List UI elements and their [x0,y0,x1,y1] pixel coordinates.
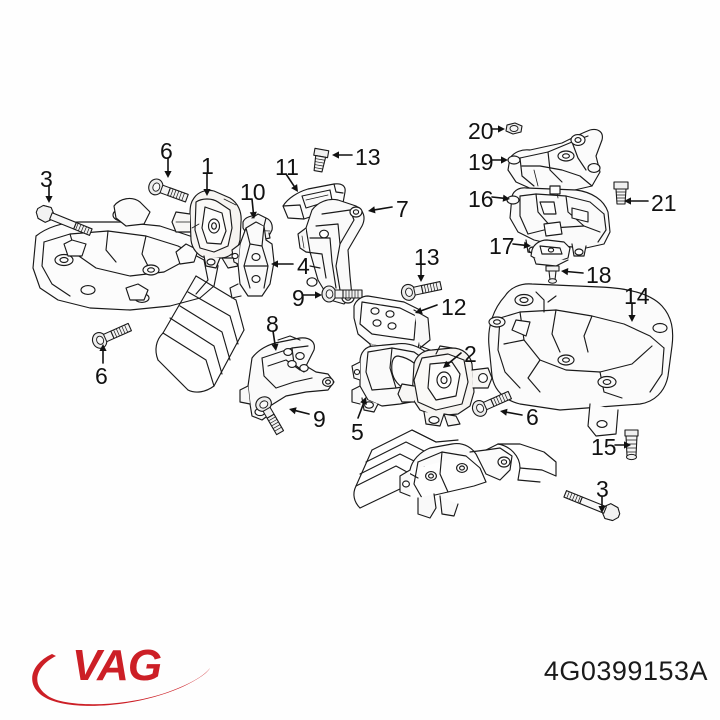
arrow-head-c9a [315,291,322,299]
callout-number-5-c5: 5 [351,419,364,445]
part-18-small-bolt [545,265,560,284]
arrow-head-c5 [360,397,367,405]
part-2-engine-mount-right [397,345,493,427]
arrow-head-c13a [332,151,339,159]
arrow-head-c2 [443,360,451,368]
leader-line-c10 [251,198,255,213]
callout-number-21-c21: 21 [651,190,677,216]
part-13-hex-bolt-upper [310,147,330,174]
part-6-flange-bolt-left [89,319,134,352]
part-4-mount-bracket-small [229,213,275,299]
callout-number-10-c10: 10 [240,179,266,205]
arrow-head-c18 [561,268,569,276]
arrow-head-c3b [598,506,606,513]
part-8-transmission-bracket [239,335,335,421]
callout-number-17-c17: 17 [489,233,515,259]
arrow-head-c20 [498,125,505,133]
part-7-engine-support-arm [297,198,365,305]
vag-logo-swoosh-icon [32,654,210,706]
callout-number-18-c18: 18 [586,262,612,288]
callout-number-12-c12: 12 [441,294,467,320]
leader-line-c6c [506,411,523,416]
callout-number-6-c6a: 6 [160,138,173,164]
part-14-rear-subframe [488,283,674,437]
front-subframe-left [32,197,245,393]
callout-number-3-c3a: 3 [40,166,53,192]
part-6-flange-bolt-top [145,176,191,207]
leader-line-c2 [447,352,462,365]
arrow-head-c10 [249,211,257,219]
part-11-heat-shield-plate [282,183,346,220]
arrow-head-c3a [45,196,53,203]
callout-number-1-c1: 1 [201,153,214,179]
leader-line-c16 [491,196,504,200]
callout-number-3-c3b: 3 [596,476,609,502]
leader-line-c12 [420,304,438,312]
arrow-head-c1 [203,189,211,196]
arrow-head-c11 [291,184,298,192]
front-subframe-lower [353,429,557,519]
arrow-head-c19 [501,156,508,164]
callout-number-7-c7: 7 [396,196,409,222]
callout-number-9-c9b: 9 [313,406,326,432]
footer-bar: VAG 4G0399153A [0,634,720,720]
arrow-head-c6a [164,171,172,178]
arrow-head-c12 [415,307,423,314]
arrow-head-c21 [624,197,631,205]
leader-line-c17 [512,243,525,247]
leader-line-c11 [285,173,295,187]
part-6-flange-bolt-right [469,387,514,420]
callout-number-16-c16: 16 [468,186,494,212]
callout-number-13-c13b: 13 [414,244,440,270]
callout-number-13-c13a: 13 [355,144,381,170]
callout-number-14-c14: 14 [624,283,650,309]
arrow-head-c8 [271,343,279,351]
arrow-head-c14 [628,315,636,322]
callout-number-11-c11: 11 [275,154,299,180]
callout-number-20-c20: 20 [468,118,494,144]
callout-arrow-layer [45,125,649,513]
part-number: 4G0399153A [543,656,708,686]
leader-line-c9b [294,409,310,415]
part-20-hex-nut [505,122,523,135]
arrow-head-c4 [271,260,278,268]
callout-number-19-c19: 19 [468,149,494,175]
arrow-head-c15 [624,441,631,449]
vag-logo: VAG [22,642,252,712]
arrow-head-c6c [500,408,508,416]
callout-number-6-c6b: 6 [95,363,108,389]
arrow-head-c6b [99,344,107,351]
leader-line-c7 [374,206,393,211]
arrow-head-c7 [368,206,376,214]
leader-line-c8 [272,330,276,345]
part-17-mount-shim-plate [530,239,571,267]
leader-line-c18 [567,270,584,274]
callout-number-4-c4: 4 [297,253,310,279]
callout-number-9-c9a: 9 [292,285,305,311]
arrow-head-c13b [417,275,425,282]
callout-number-6-c6c: 6 [526,404,539,430]
arrow-head-c17 [523,241,531,249]
vag-logo-wordmark: VAG [72,641,162,690]
arrow-head-c9b [289,407,297,415]
part-3-long-bolt-right [561,485,623,524]
part-19-gearbox-mount-upper [507,128,603,193]
arrow-head-c16 [502,194,510,202]
part-15-stud-bolt [624,429,639,461]
part-1-engine-mount-left [171,189,242,269]
leader-line-c5 [357,402,365,419]
callout-number-2-c2: 2 [464,341,477,367]
callout-number-15-c15: 15 [591,434,617,460]
callout-number-8-c8: 8 [266,311,279,337]
